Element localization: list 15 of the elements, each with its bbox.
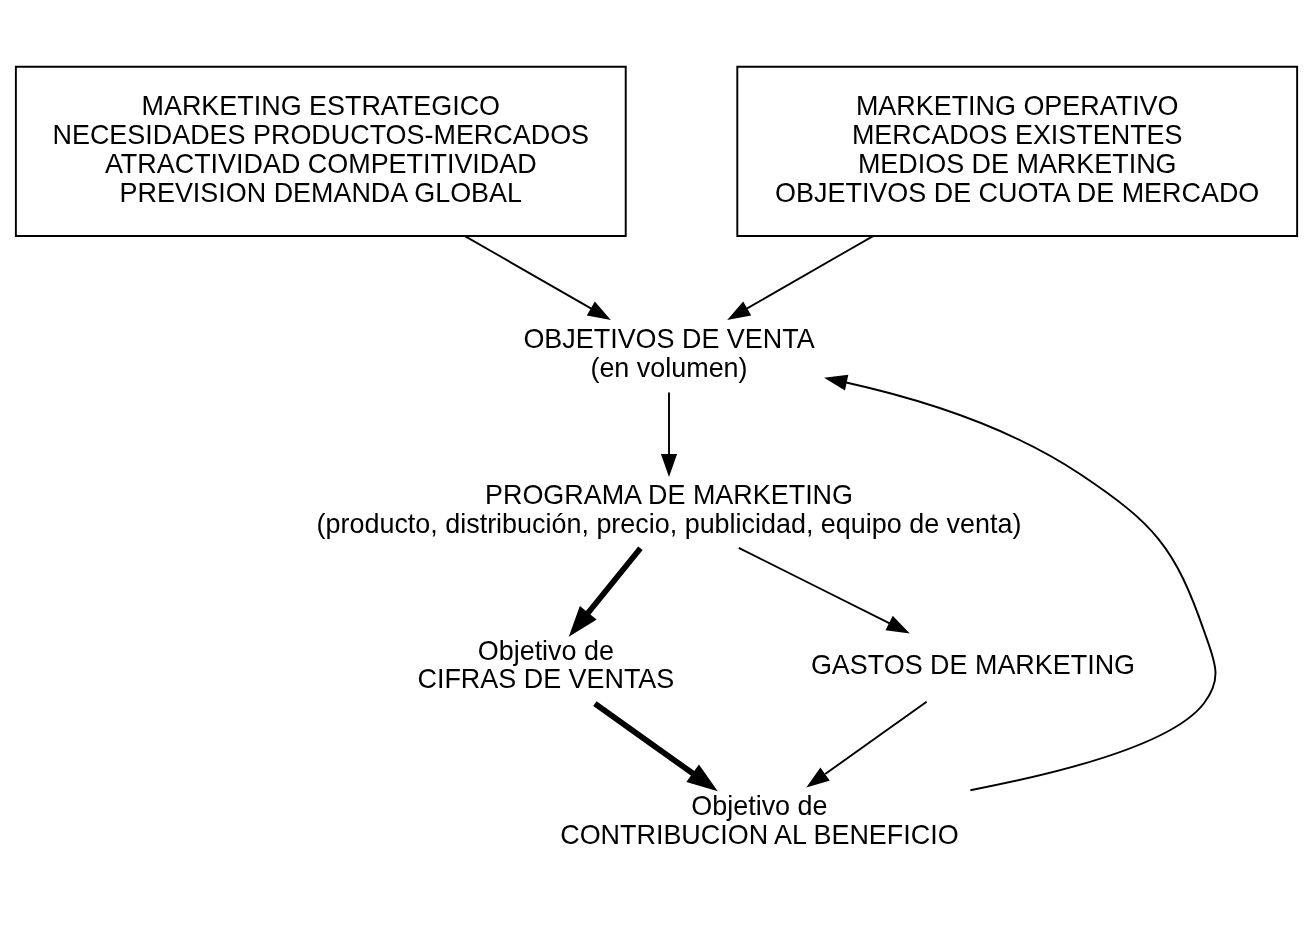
arrow (568, 546, 643, 637)
node-box: MARKETING ESTRATEGICO NECESIDADES PRODUCTOS-MERCADOS ATRACTIVIDAD COMPETITIVIDAD PREVISION DEMANDA GLOBAL (14, 65, 627, 237)
node-box: MARKETING OPERATIVO MERCADOS EXISTENTES MEDIOS DE MARKETING OBJETIVOS DE CUOTA DE MERCADO (736, 65, 1299, 237)
node-text: Objetivo de CONTRIBUCION AL BENEFICIO (560, 791, 959, 851)
arrow (727, 235, 874, 320)
arrow (824, 374, 1217, 792)
arrow (660, 391, 678, 478)
node-text: Objetivo de CIFRAS DE VENTAS (417, 635, 675, 695)
arrow (737, 546, 910, 634)
node-text: GASTOS DE MARKETING (810, 650, 1136, 681)
node-text: PROGRAMA DE MARKETING (producto, distribución, precio, publicidad, equipo de venta) (316, 479, 1022, 539)
arrow (593, 701, 718, 792)
arrow (464, 235, 611, 320)
arrow (806, 700, 928, 788)
node-text: OBJETIVOS DE VENTA (en volumen) (523, 323, 815, 383)
